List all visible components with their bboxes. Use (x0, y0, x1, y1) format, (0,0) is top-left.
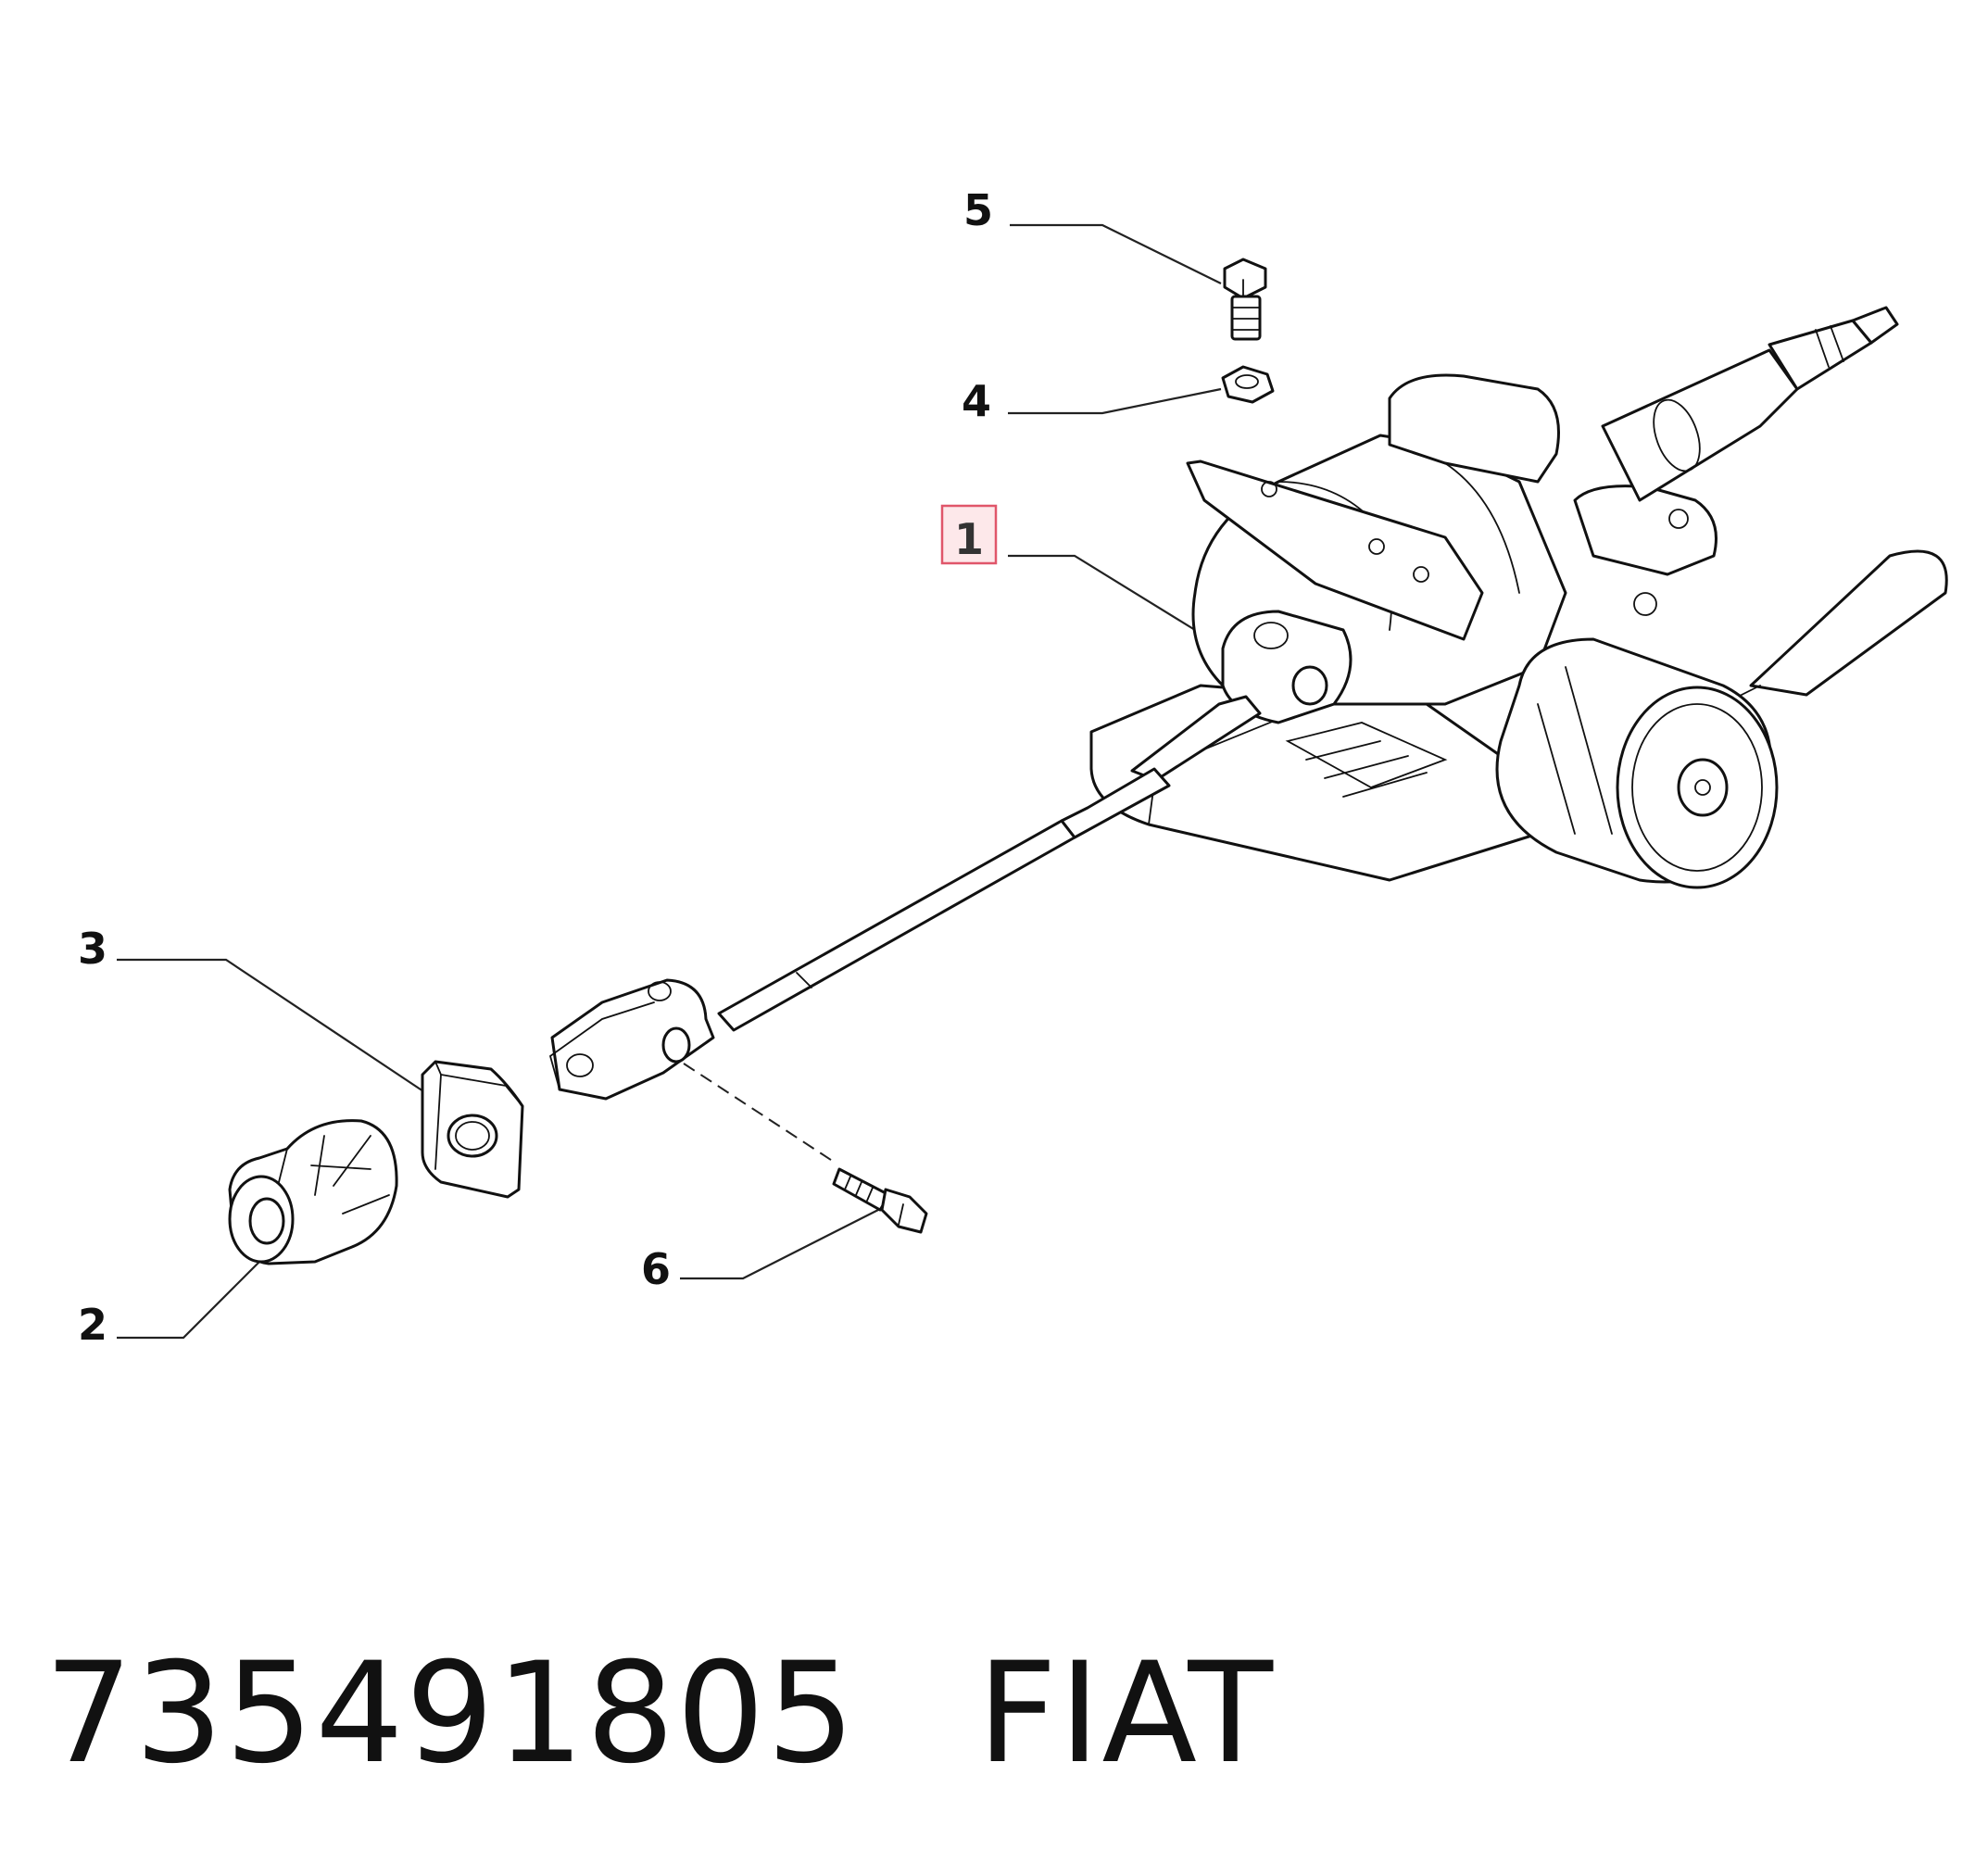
callout-3-leader (117, 958, 427, 1094)
callout-2-label: 2 (78, 1300, 107, 1350)
callout-5-label: 5 (963, 185, 993, 235)
callout-1-label: 1 (954, 514, 984, 564)
callout-6-leader (680, 1207, 883, 1280)
part-number: 735491805 (44, 1633, 857, 1794)
bolt-5-icon (1223, 258, 1267, 341)
callout-5-leader (1010, 223, 1222, 284)
callout-3-label: 3 (78, 924, 107, 974)
nut-4-icon (1221, 365, 1275, 404)
part-caption: 735491805 FIAT (44, 1630, 1275, 1797)
exploded-parts-diagram: 5 4 1 3 2 6 (78, 185, 1948, 1350)
callout-6[interactable]: 6 (641, 1207, 883, 1294)
steering-column-assembly-1 (548, 306, 1948, 1101)
plate-3-icon (421, 1060, 524, 1199)
callout-2-leader (117, 1261, 260, 1340)
bolt-6-icon (832, 1167, 928, 1234)
callout-3[interactable]: 3 (78, 924, 427, 1094)
callout-1[interactable]: 1 (940, 504, 1196, 631)
brand-name: FIAT (976, 1633, 1276, 1794)
callout-5[interactable]: 5 (963, 185, 1222, 284)
callout-4-label: 4 (962, 376, 991, 426)
bolt-6-alignment-line (683, 1063, 835, 1163)
callout-4[interactable]: 4 (962, 376, 1222, 426)
bush-2-icon (228, 1119, 398, 1265)
callout-4-leader (1008, 387, 1222, 415)
callout-1-highlight (940, 504, 998, 565)
callout-6-label: 6 (641, 1244, 671, 1294)
callout-2[interactable]: 2 (78, 1261, 260, 1350)
callout-1-leader (1008, 554, 1196, 631)
